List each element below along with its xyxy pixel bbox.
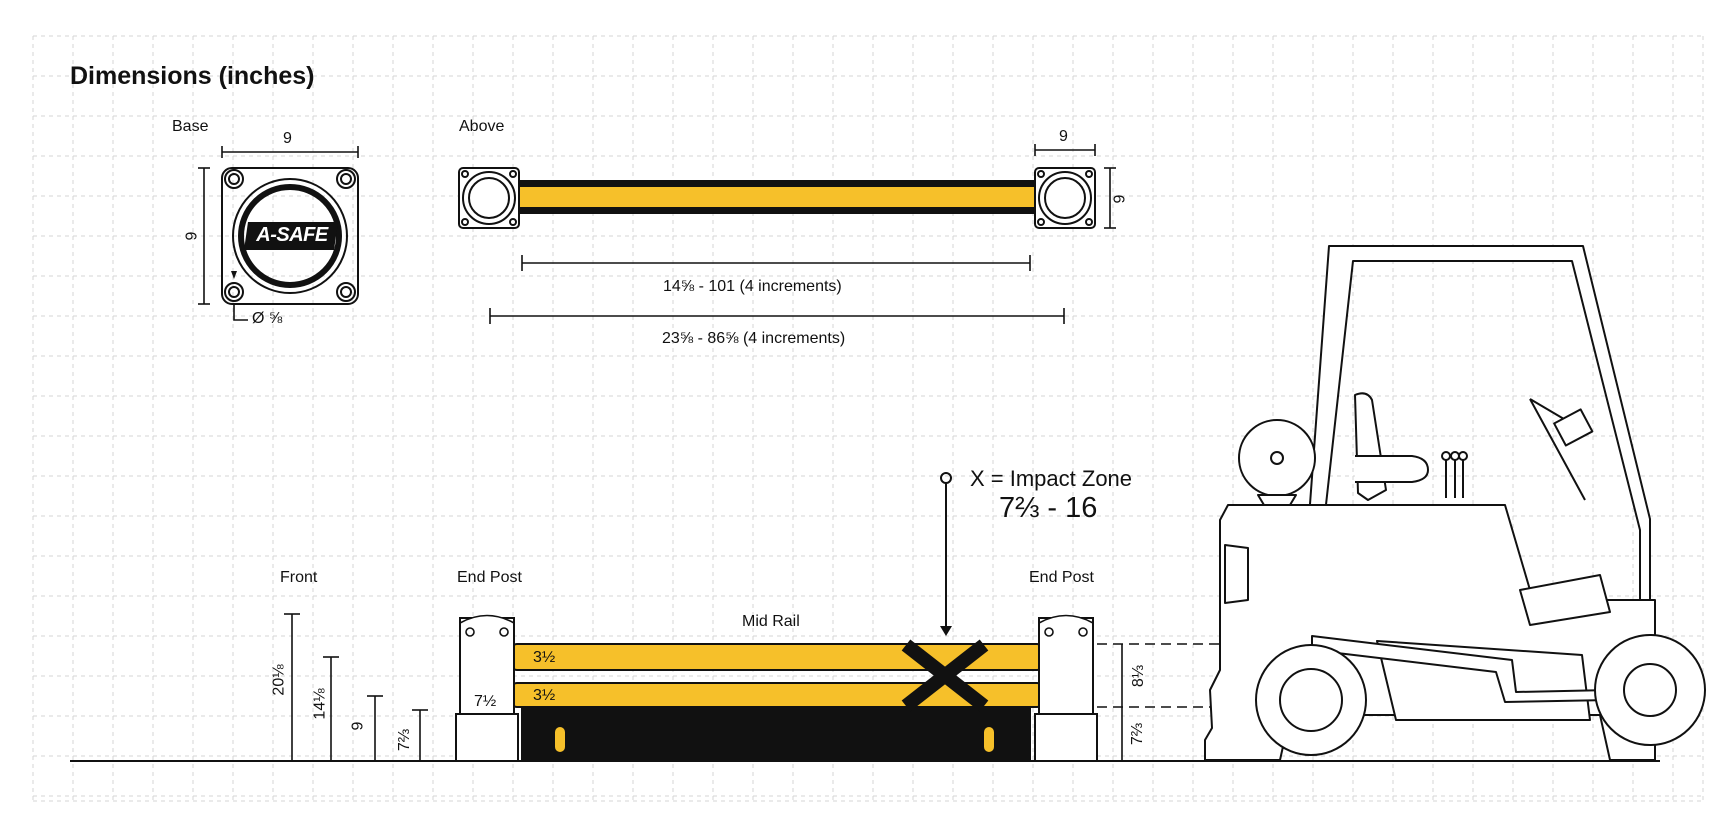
impact-zone-range: 7⅔ - 16 xyxy=(999,492,1098,524)
rail-gap-label: 8⅓ xyxy=(1130,664,1148,688)
mid-rail-label: Mid Rail xyxy=(742,613,800,630)
rail-height-label: 7⅔ xyxy=(1129,722,1147,746)
hole-arrow-icon xyxy=(231,271,237,279)
rail-top-label: 3½ xyxy=(533,649,556,666)
base-dimension-lines xyxy=(198,146,359,321)
front-height-lines xyxy=(284,613,428,761)
above-post-width-label: 9 xyxy=(1059,128,1068,145)
front-label: Front xyxy=(280,569,318,586)
impact-zone-label: X = Impact Zone xyxy=(970,466,1133,491)
barrier-elevation xyxy=(455,614,1098,762)
asafe-logo-badge xyxy=(244,222,338,250)
front-height-1: 20⅛ xyxy=(270,664,288,696)
front-height-2: 14⅛ xyxy=(311,688,329,720)
base-width-label: 9 xyxy=(283,130,292,147)
base-plate-drawing xyxy=(221,167,359,305)
front-height-4: 7⅔ xyxy=(396,728,414,752)
overall-span-label: 23⅝ - 86⅝ (4 increments) xyxy=(662,330,846,347)
above-view-drawing xyxy=(458,167,1096,229)
diagram-title: Dimensions (inches) xyxy=(70,62,315,90)
impact-arrow xyxy=(940,472,952,628)
rail-span-label: 14⅝ - 101 (4 increments) xyxy=(663,278,842,295)
front-height-3: 9 xyxy=(349,721,367,731)
above-label: Above xyxy=(459,118,505,135)
above-post-depth-label: 9 xyxy=(1111,194,1129,204)
rail-bottom-label: 3½ xyxy=(533,687,556,704)
base-height-label: 9 xyxy=(183,231,201,241)
post-width-label: 7½ xyxy=(474,693,497,710)
impact-arrowhead-icon xyxy=(940,626,952,636)
forklift-icon xyxy=(1204,245,1706,761)
end-post-left-label: End Post xyxy=(457,569,522,586)
base-label: Base xyxy=(172,118,209,135)
end-post-right-label: End Post xyxy=(1029,569,1094,586)
asafe-logo-text: A-SAFE xyxy=(256,224,328,246)
base-hole-label: Ø ⅝ xyxy=(252,310,283,327)
above-dimension-lines xyxy=(489,144,1116,324)
